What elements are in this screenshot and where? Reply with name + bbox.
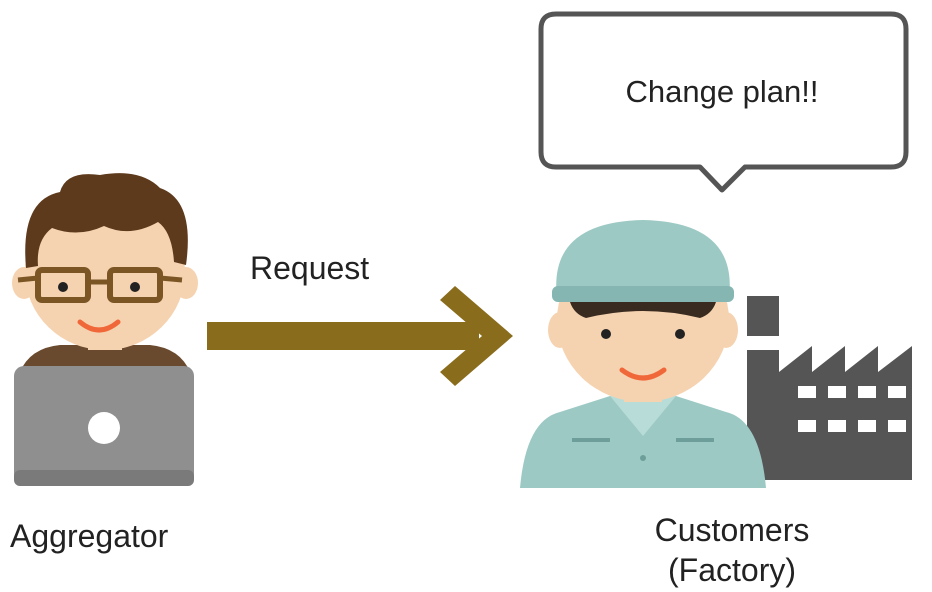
customer-caption-line2: (Factory) — [668, 552, 796, 588]
speech-bubble-text: Change plan!! — [625, 74, 819, 109]
factory-icon — [747, 296, 912, 480]
speech-bubble-icon — [538, 11, 909, 193]
aggregator-caption: Aggregator — [10, 518, 169, 554]
factory-worker-icon — [520, 220, 766, 488]
customer-caption-line1: Customers — [654, 512, 810, 548]
arrow-right-icon — [207, 286, 513, 386]
aggregator-person-icon — [12, 173, 198, 372]
arrow-label: Request — [250, 250, 370, 286]
laptop-icon — [14, 366, 194, 486]
